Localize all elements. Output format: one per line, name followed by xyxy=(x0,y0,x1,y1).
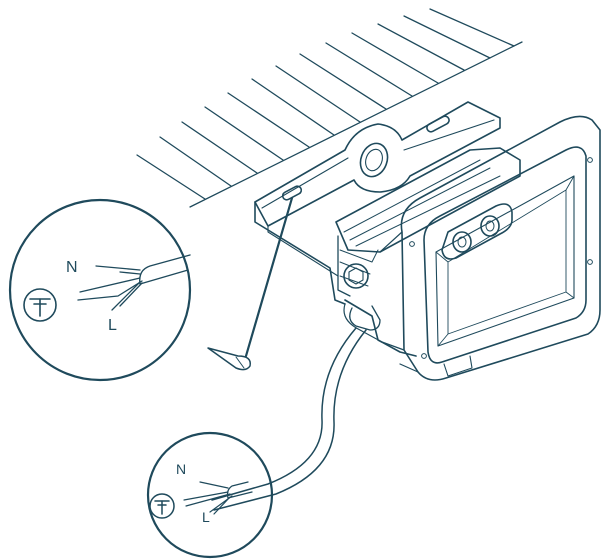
wall-hatching xyxy=(136,8,523,208)
neutral-wire-label-upper: N xyxy=(66,259,78,276)
neutral-wire-label-lower: N xyxy=(176,461,186,477)
live-wire-label-upper: L xyxy=(108,317,117,334)
wiring-detail-lower: N L xyxy=(146,431,274,559)
supply-cable xyxy=(211,327,367,511)
hinge-bolt xyxy=(343,263,369,289)
sensor-lens-left xyxy=(452,231,472,253)
wiring-detail-upper: N L xyxy=(8,198,192,382)
floodlight-housing xyxy=(335,115,601,381)
sensor-lens-right xyxy=(480,215,500,237)
earth-ground-icon xyxy=(149,493,175,519)
mounting-bracket xyxy=(254,101,501,305)
live-wire-label-lower: L xyxy=(202,509,210,525)
mounting-screw xyxy=(207,196,294,371)
earth-ground-icon xyxy=(23,288,57,322)
